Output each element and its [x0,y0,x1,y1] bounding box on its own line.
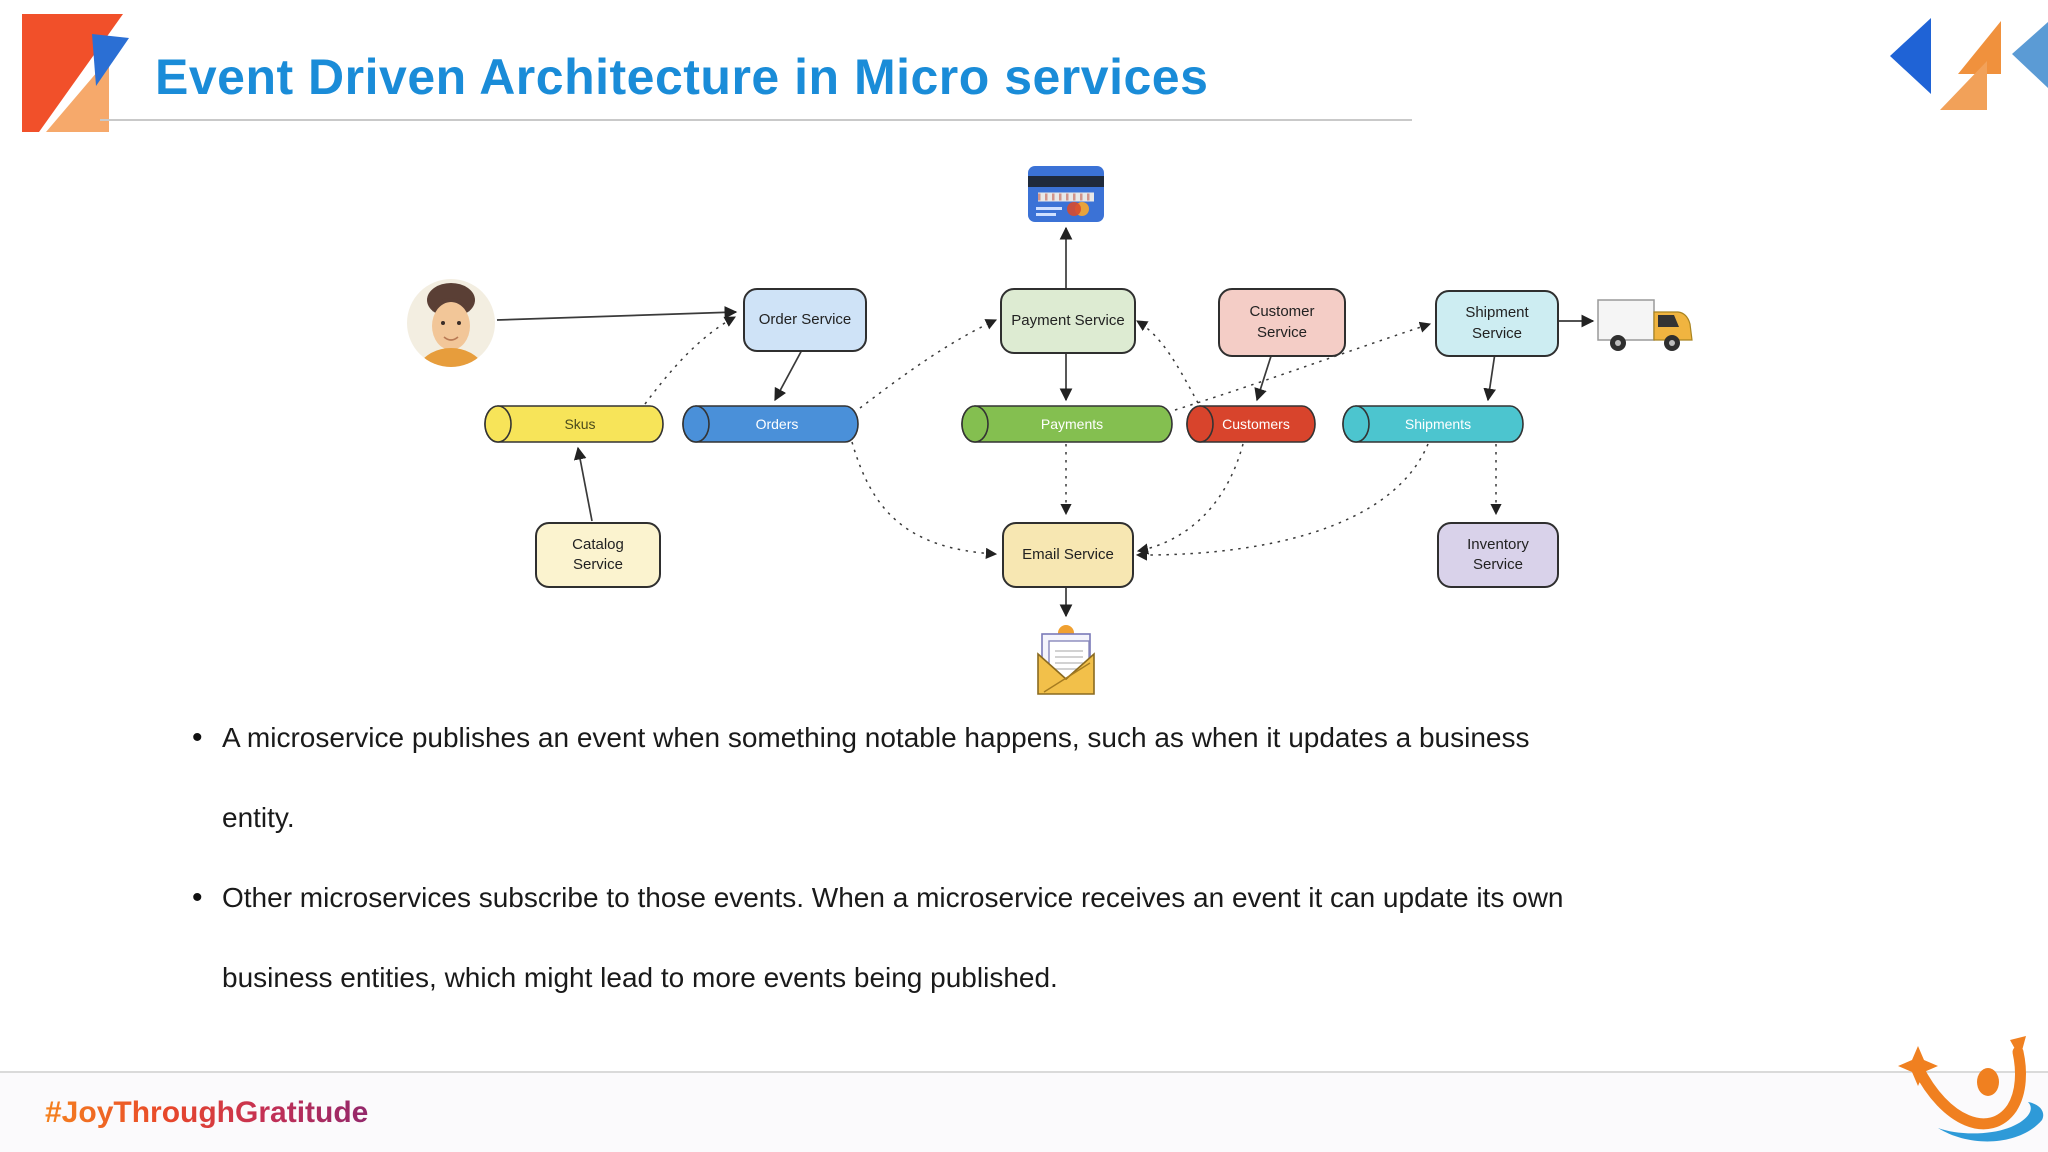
topic-shipments-label: Shipments [1405,416,1471,432]
edge-customers-to-email [1136,443,1244,555]
service-label: Shipment Service [1465,304,1529,342]
service-label: Catalog Service [572,535,624,573]
service-node-payment: Payment Service [1000,288,1136,354]
service-label: Customer Service [1249,303,1315,341]
open-envelope-icon [1037,625,1095,695]
edge-orders-to-payment [859,319,998,409]
topic-cylinders: Skus Orders Payments Customers Shipments [484,405,1524,443]
service-label: Order Service [758,310,852,328]
topic-customers-cylinder: Customers [1186,405,1316,443]
edge-shipment-to-shipments [1483,352,1496,402]
service-node-inventory: Inventory Service [1437,522,1559,588]
corner-logo-icon [22,14,129,132]
footer-band: #JoyThroughGratitude [0,1071,2048,1152]
corner-triangles-icon [1890,18,2048,110]
page-title: Event Driven Architecture in Micro servi… [155,49,1209,105]
edge-customers-to-payment [1136,320,1199,404]
brand-logo-icon [1898,1036,2044,1142]
service-node-catalog: Catalog Service [535,522,661,588]
edge-shipments-to-email [1135,443,1429,561]
delivery-truck-icon [1597,299,1693,351]
bullet-2-line-2: business entities, which might lead to m… [222,962,1058,993]
edge-order-to-orders [774,347,804,402]
service-node-shipment: Shipment Service [1435,290,1559,357]
topic-orders-cylinder: Orders [682,405,859,443]
bullet-item-1: • A microservice publishes an event when… [190,698,1990,858]
user-avatar-icon [407,279,495,367]
bullet-item-2: • Other microservices subscribe to those… [190,858,1990,1018]
edge-skus-to-order [644,316,736,405]
edge-catalog-to-skus [573,446,593,522]
topic-skus-cylinder: Skus [484,405,664,443]
edge-customer-to-customers [1254,352,1273,402]
footer-hashtag: #JoyThroughGratitude [45,1095,369,1129]
topic-skus-label: Skus [564,416,595,432]
bullet-marker: • [192,881,203,914]
topic-payments-cylinder: Payments [961,405,1173,443]
service-label: Inventory Service [1467,535,1529,573]
service-label: Email Service [1022,545,1114,563]
bullet-1-line-1: A microservice publishes an event when s… [222,722,1530,753]
edge-orders-to-email [851,441,998,560]
bullet-list: • A microservice publishes an event when… [190,698,1990,1018]
service-label: Payment Service [1011,311,1125,329]
topic-shipments-cylinder: Shipments [1342,405,1524,443]
topic-payments-label: Payments [1041,416,1103,432]
edge-user-to-order [496,306,738,321]
title-underline [100,119,1412,121]
topic-orders-label: Orders [756,416,799,432]
bullet-marker: • [192,721,203,754]
service-node-customer: Customer Service [1218,288,1346,357]
credit-card-icon [1028,166,1104,222]
service-node-email: Email Service [1002,522,1134,588]
topic-customers-label: Customers [1222,416,1290,432]
service-node-order: Order Service [743,288,867,352]
bullet-1-line-2: entity. [222,802,295,833]
bullet-2-line-1: Other microservices subscribe to those e… [222,882,1564,913]
